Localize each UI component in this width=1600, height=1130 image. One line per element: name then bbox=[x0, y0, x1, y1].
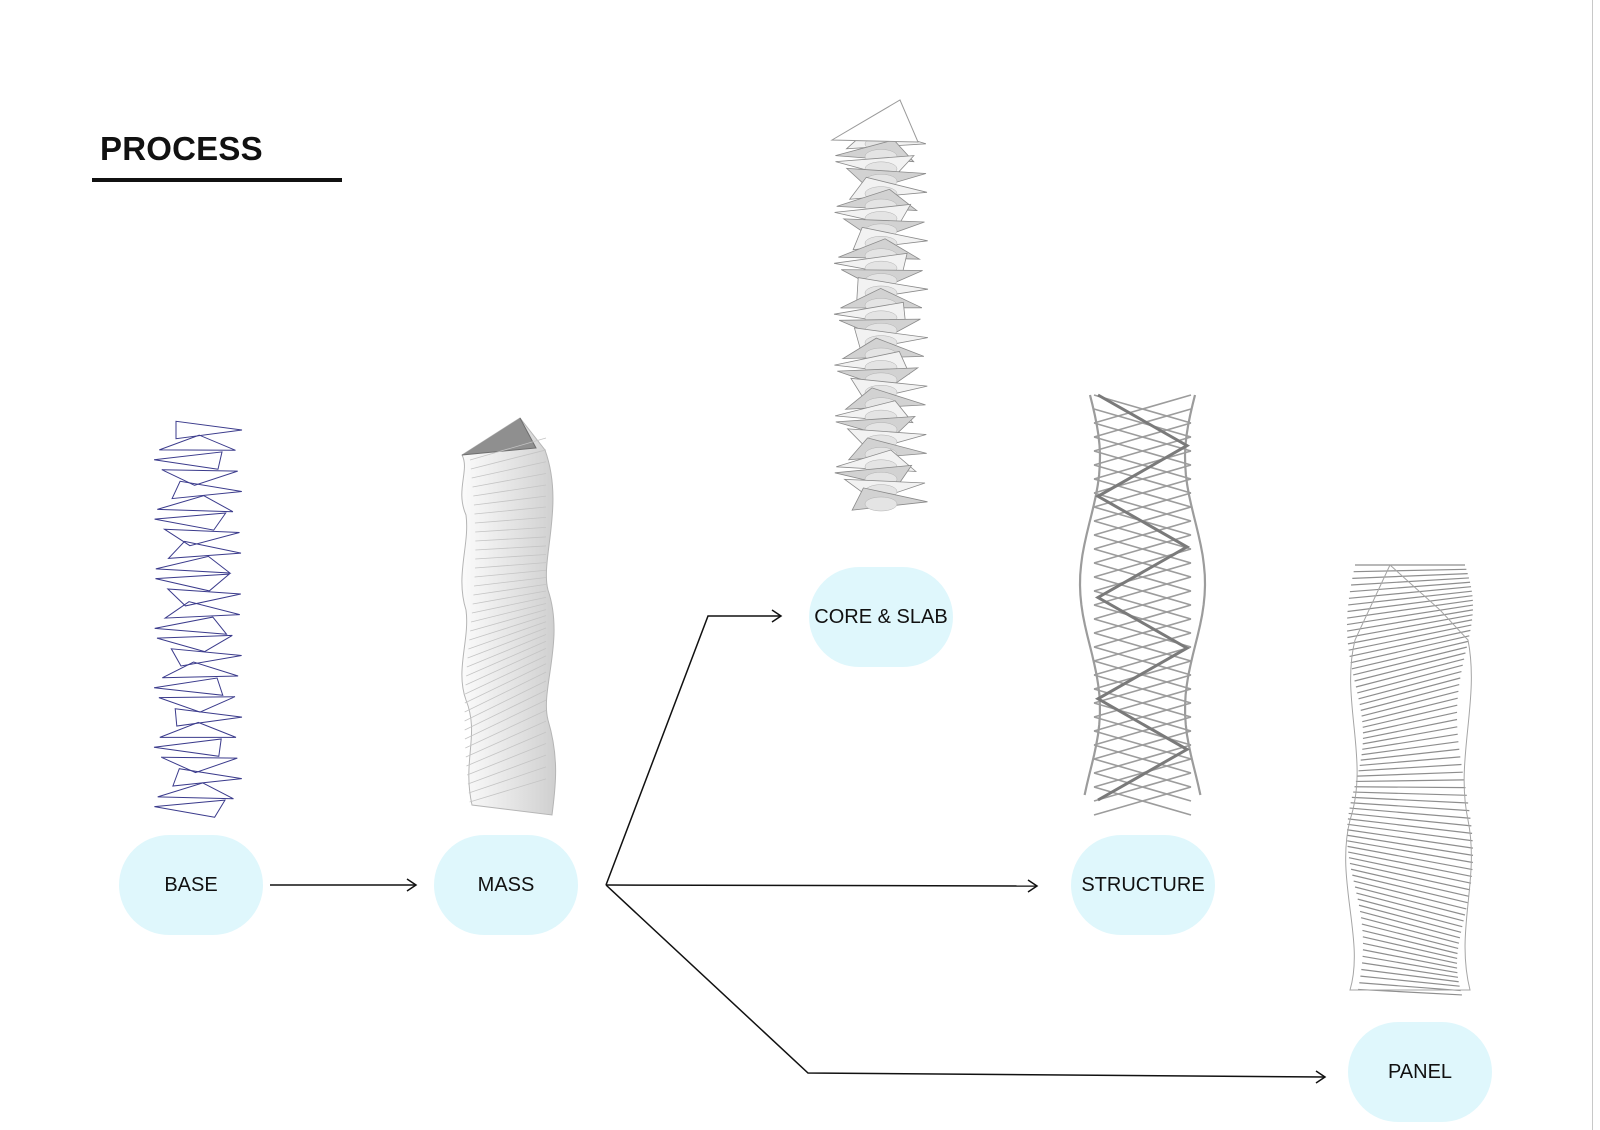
arrow-mass-to-panel bbox=[605, 884, 1325, 1078]
stage-pill-core-slab[interactable]: CORE & SLAB bbox=[809, 567, 953, 667]
arrow-head-icon bbox=[1315, 1070, 1327, 1084]
stage-pill-base[interactable]: BASE bbox=[119, 835, 263, 935]
stage-label-mass: MASS bbox=[477, 873, 535, 896]
stage-pill-mass[interactable]: MASS bbox=[434, 835, 578, 935]
panel-fin-tower bbox=[1345, 564, 1474, 996]
structure-lattice-tower bbox=[1078, 393, 1207, 816]
arrow-head-icon bbox=[406, 878, 418, 892]
stage-label-panel: PANEL bbox=[1387, 1060, 1453, 1083]
mass-twisted-tower bbox=[461, 417, 557, 816]
title-underline bbox=[92, 178, 342, 182]
arrow-head-icon bbox=[1027, 879, 1039, 893]
stage-pill-panel[interactable]: PANEL bbox=[1348, 1022, 1492, 1122]
arrow-mass-to-core-slab bbox=[605, 615, 780, 886]
arrow-mass-to-structure bbox=[605, 884, 1037, 887]
arrow-head-icon bbox=[771, 609, 783, 623]
core-slab-tower bbox=[830, 99, 929, 512]
stage-pill-structure[interactable]: STRUCTURE bbox=[1071, 835, 1215, 935]
stage-label-base: BASE bbox=[164, 873, 218, 896]
page-title: PROCESS bbox=[100, 130, 263, 167]
stage-label-core-slab: CORE & SLAB bbox=[814, 605, 948, 628]
base-wireframe-tower bbox=[153, 420, 243, 818]
page-edge-divider bbox=[1592, 0, 1593, 1130]
stage-label-structure: STRUCTURE bbox=[1081, 873, 1205, 896]
